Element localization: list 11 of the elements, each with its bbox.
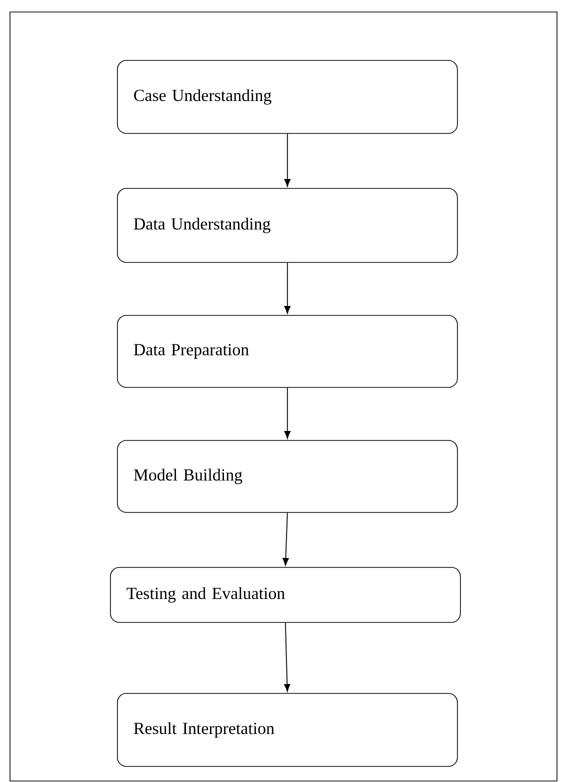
process-box: Result Interpretation xyxy=(117,693,458,767)
process-box: Data Preparation xyxy=(117,315,458,388)
process-box: Model Building xyxy=(117,440,458,513)
arrow xyxy=(284,622,290,692)
arrow xyxy=(282,512,289,566)
arrow xyxy=(284,133,291,187)
process-box: Case Understanding xyxy=(117,60,458,134)
process-box: Testing and Evaluation xyxy=(110,567,461,623)
arrow xyxy=(284,387,291,439)
process-box: Data Understanding xyxy=(117,188,458,263)
arrow xyxy=(284,262,291,314)
